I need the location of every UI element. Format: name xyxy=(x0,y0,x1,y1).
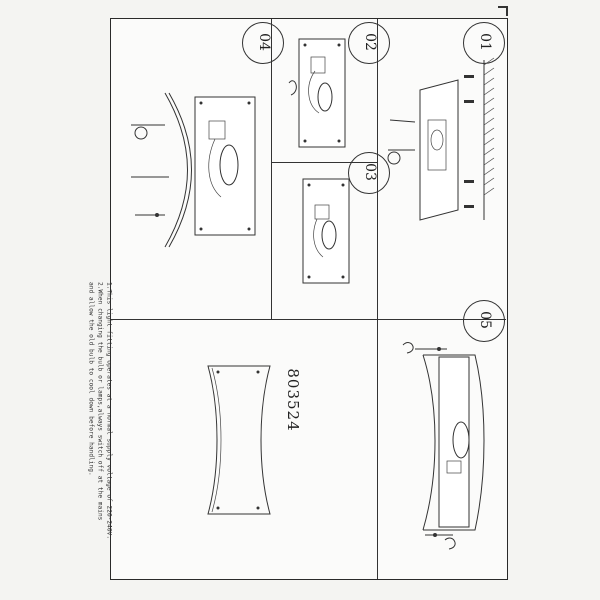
step-01-diagram xyxy=(387,57,495,221)
glass-shade-front xyxy=(422,354,436,531)
step-01-label: 01 xyxy=(476,33,493,51)
mounting-plate xyxy=(419,79,459,221)
screws xyxy=(387,119,416,165)
step-04-diagram xyxy=(131,92,256,248)
shade-screws xyxy=(131,124,169,217)
wall-anchors xyxy=(464,75,474,208)
safety-notes: 1.This light fitting operates at a norma… xyxy=(87,282,114,582)
step-03-circle xyxy=(348,152,390,194)
step-05-diagram xyxy=(402,342,485,550)
mounting-plate xyxy=(298,38,346,148)
step-03-diagram xyxy=(302,178,350,284)
step-02-diagram xyxy=(288,38,346,148)
step-05-label: 05 xyxy=(476,311,493,329)
end-cap-screws xyxy=(402,342,456,550)
product-illustration xyxy=(207,365,271,515)
step-04-circle xyxy=(242,22,284,64)
step-04-label: 04 xyxy=(255,33,272,51)
divider-horizontal-middle xyxy=(111,319,506,320)
divider-vertical-top xyxy=(271,19,272,319)
divider-vertical-bottom xyxy=(377,319,378,579)
step-02-circle xyxy=(348,22,390,64)
mounting-plate xyxy=(302,178,350,284)
corner-registration-mark xyxy=(498,6,508,16)
wall-hatch xyxy=(483,57,495,220)
model-number: 803524 xyxy=(284,368,302,432)
step-05-circle xyxy=(463,300,505,342)
glass-shade-side xyxy=(164,92,188,248)
divider-horizontal-small xyxy=(272,162,377,163)
step-03-label: 03 xyxy=(361,163,378,181)
step-02-label: 02 xyxy=(361,33,378,51)
note-line: 2.When changing the bulb or lamps,always… xyxy=(96,282,104,521)
note-line: and allow the old bulb to cool down befo… xyxy=(87,282,95,476)
note-line: 1.This light fitting operates at a norma… xyxy=(105,282,113,540)
mounting-plate xyxy=(194,96,256,236)
